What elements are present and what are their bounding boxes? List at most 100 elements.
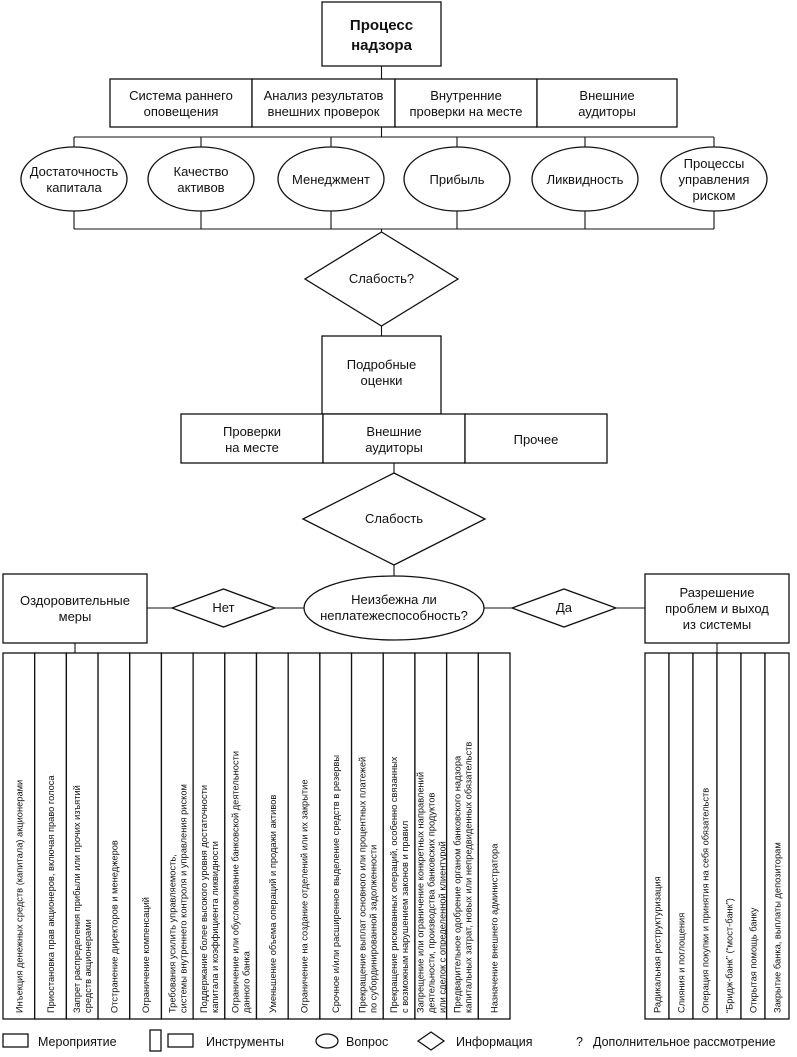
information-sources: Система раннего оповещения Анализ резуль… [109,78,678,128]
detailed-line-1: Подробные [347,357,417,372]
question-insolvency: Неизбежна ли неплатежеспособность? [303,575,485,641]
resolution-node: Разрешение проблем и выход из системы [644,573,790,644]
source-1-line-2: оповещения [144,104,219,119]
source-4-line-1: Внешние [579,88,634,103]
area-2-line-2: активов [177,180,224,195]
remedial-tool-cell [160,652,194,1020]
remedial-tool-text: с возможным нарушением законов и правил [400,821,410,1013]
source-2-line-1: Анализ результатов [264,88,384,103]
remedial-tool-text: деятельности, производства банковских пр… [426,792,436,1013]
remedial-tool-text: Запрещение или ограничение конкретных на… [415,772,425,1013]
remedial-tool-text: Приостановка прав акционеров, включая пр… [46,775,56,1013]
detail-source-3-line-1: Прочее [514,432,559,447]
resolution-line-3: из системы [683,617,751,632]
resolution-tool-cell [764,652,790,1020]
source-4-line-2: аудиторы [578,104,636,119]
remedial-tool-cell [287,652,321,1020]
area-2-line-1: Качество [174,164,229,179]
area-1-line-1: Достаточность [30,164,119,179]
legend-information-symbol [416,1031,446,1051]
no-branch: Нет [147,588,304,628]
source-box [251,78,396,128]
resolution-tool-cell [668,652,694,1020]
legend-measure-label: Мероприятие [38,1035,117,1049]
detail-source-box [180,413,324,464]
area-4-line-1: Прибыль [430,172,485,187]
area-capital-adequacy [20,146,128,212]
resolution-tool-text: Радикальная реструктуризация [653,876,663,1013]
area-1-line-2: капитала [46,180,102,195]
remedial-line-2: меры [59,609,92,624]
weakness-label: Слабость [365,511,423,526]
legend-tools-symbol-horizontal [167,1033,194,1048]
area-earnings [403,146,511,212]
area-6-line-2: управления [679,172,750,187]
area-asset-quality [147,146,255,212]
area-risk-management [660,146,768,212]
legend-measure-symbol [2,1033,29,1048]
assessment-areas: Достаточность капитала Качество активов … [20,146,768,212]
remedial-tool-cell [350,652,384,1020]
legend: Мероприятие Инструменты Вопрос Информаци… [2,1029,776,1052]
legend-tools-symbol-vertical [149,1029,162,1052]
detail-source-1-line-2: на месте [225,440,279,455]
resolution-tool-text: Операция покупки и принятия на себя обяз… [701,788,711,1013]
remedial-tool-text: Ограничение или обусловливание банковско… [231,751,241,1013]
remedial-tool-cell [129,652,163,1020]
remedial-measures-node: Оздоровительные меры [2,573,148,644]
remedial-tool-cell [34,652,68,1020]
root-node: Процесс надзора [321,1,442,67]
remedial-tool-text: Требования усилить управляемость, [167,854,177,1013]
no-label: Нет [212,600,234,615]
remedial-tool-text: Уменьшение объема операций и продажи акт… [268,795,278,1013]
legend-tools-label: Инструменты [206,1035,284,1049]
remedial-tool-text: Прекращение выплат основного или процент… [357,757,367,1013]
area-3-line-1: Менеджмент [292,172,370,187]
remedial-tool-text: Назначение внешнего администратора [490,843,500,1013]
remedial-tool-cell [2,652,36,1020]
remedial-tool-cell [224,652,258,1020]
legend-extra-mark: ? [576,1035,583,1049]
remedial-tool-text: Поддержание более высокого уровня достат… [199,785,209,1013]
legend-information-label: Информация [456,1035,533,1049]
remedial-tool-text: Срочное и/или расширенное выделение сред… [331,755,341,1013]
remedial-tool-text: Ограничение компенсаций [141,897,151,1013]
detail-source-box [464,413,608,464]
detailed-assessments-node: Подробные оценки [321,335,442,415]
source-2-line-2: внешних проверок [268,104,380,119]
area-liquidity [531,146,639,212]
areas-connectors [73,127,715,232]
source-1-line-1: Система раннего [129,88,233,103]
remedial-tool-cell [255,652,289,1020]
source-box [394,78,538,128]
detail-source-2-line-2: аудиторы [365,440,423,455]
remedial-tool-text: капитала и коэффициента ликвидности [210,841,220,1013]
resolution-line-1: Разрешение [679,585,754,600]
remedial-tool-text: Запрет распределения прибыли или прочих … [72,785,82,1013]
source-3-line-1: Внутренние [430,88,502,103]
legend-question-symbol [315,1033,339,1049]
source-box [109,78,253,128]
remedial-tool-text: Прекращение рискованных операций, особен… [389,756,399,1013]
remedial-tool-text: Инъекция денежных средств (капитала) акц… [14,780,24,1013]
legend-extra-label: Дополнительное рассмотрение [593,1035,776,1049]
remedial-tool-cell [319,652,353,1020]
remedial-line-1: Оздоровительные [20,593,130,608]
legend-question-label: Вопрос [346,1035,388,1049]
remedial-tool-text: данного банка [242,950,252,1013]
remedial-tool-text: Отстранение директоров и менеджеров [109,840,119,1013]
resolution-tool-text: “Бридж-банк” (“мост-банк”) [725,898,735,1013]
insolvency-line-1: Неизбежна ли [351,592,437,607]
insolvency-line-2: неплатежеспособность? [320,608,468,623]
area-management [277,146,385,212]
resolution-tool-text: Закрытие банка, выплаты депозиторам [773,842,783,1013]
area-5-line-1: Ликвидность [547,172,624,187]
yes-label: Да [556,600,573,615]
remedial-tool-cell [382,652,416,1020]
remedial-tools-table: Инъекция денежных средств (капитала) акц… [2,643,511,1020]
detail-source-1-line-1: Проверки [223,424,281,439]
detailed-sources: Проверки на месте Внешние аудиторы Проче… [180,413,608,464]
root-title-line-1: Процесс [350,17,413,34]
